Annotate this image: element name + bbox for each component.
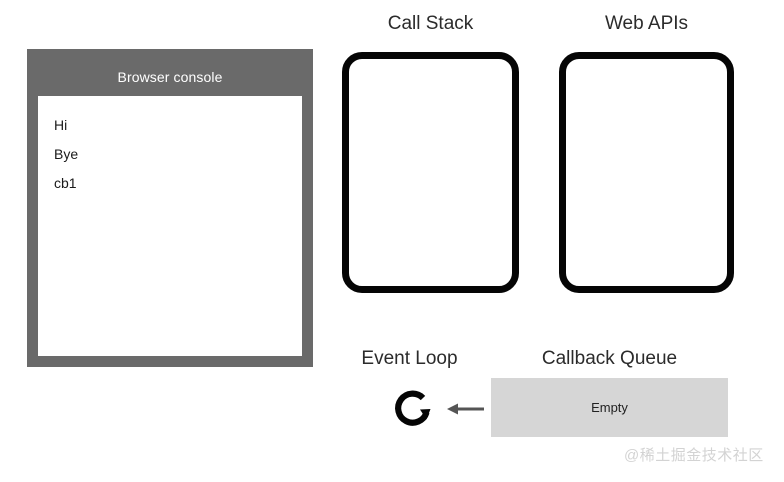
browser-console-title: Browser console <box>117 69 223 85</box>
web-apis-entries <box>566 59 727 286</box>
web-apis-box <box>559 52 734 293</box>
web-apis-heading: Web APIs <box>604 13 689 34</box>
console-log-line: Bye <box>54 146 79 162</box>
callback-queue-box: Empty <box>491 378 728 437</box>
console-log-line: cb1 <box>54 175 77 191</box>
watermark: @稀土掘金技术社区 <box>624 447 764 464</box>
call-stack-heading: Call Stack <box>387 13 474 34</box>
browser-console-panel: Browser console Hi Bye cb1 <box>27 49 313 367</box>
callback-queue-heading: Callback Queue <box>541 348 678 369</box>
arrow-left-icon <box>444 398 488 420</box>
circular-arrow-icon <box>386 382 440 436</box>
callback-queue-status: Empty <box>591 400 628 415</box>
call-stack-box <box>342 52 519 293</box>
browser-console-output: Hi Bye cb1 <box>38 96 302 356</box>
event-loop-heading: Event Loop <box>361 348 458 369</box>
call-stack-frames <box>349 59 512 286</box>
console-log-line: Hi <box>54 117 68 133</box>
